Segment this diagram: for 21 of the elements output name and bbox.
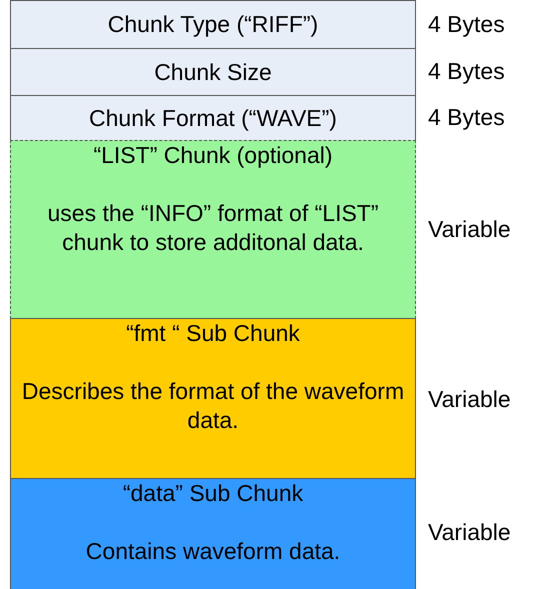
- chunk-title: “fmt “ Sub Chunk: [125, 319, 301, 348]
- size-label: 4 Bytes: [428, 103, 505, 132]
- chunk-title: Chunk Size: [153, 58, 273, 86]
- chunk-title: “LIST” Chunk (optional): [92, 141, 334, 170]
- size-label: Variable: [428, 215, 511, 244]
- size-label: 4 Bytes: [428, 10, 505, 39]
- chunk-title: Chunk Format (“WAVE”): [88, 104, 338, 132]
- chunk-description: Describes the format of the waveform data.: [20, 377, 406, 435]
- size-label: Variable: [428, 385, 511, 414]
- chunk-block: [10, 140, 416, 319]
- chunk-title: Chunk Type (“RIFF”): [106, 10, 320, 39]
- chunk-block: [10, 0, 416, 49]
- size-label: 4 Bytes: [428, 57, 505, 86]
- chunk-block: [10, 95, 416, 141]
- chunk-description: Contains waveform data.: [84, 537, 342, 566]
- chunk-block: [10, 48, 416, 96]
- chunk-block: [10, 318, 416, 479]
- chunk-block: [10, 478, 416, 589]
- chunk-description: uses the “INFO” format of “LIST” chunk to store additonal data.: [46, 199, 380, 257]
- size-label: Variable: [428, 518, 511, 547]
- chunk-title: “data” Sub Chunk: [122, 479, 304, 508]
